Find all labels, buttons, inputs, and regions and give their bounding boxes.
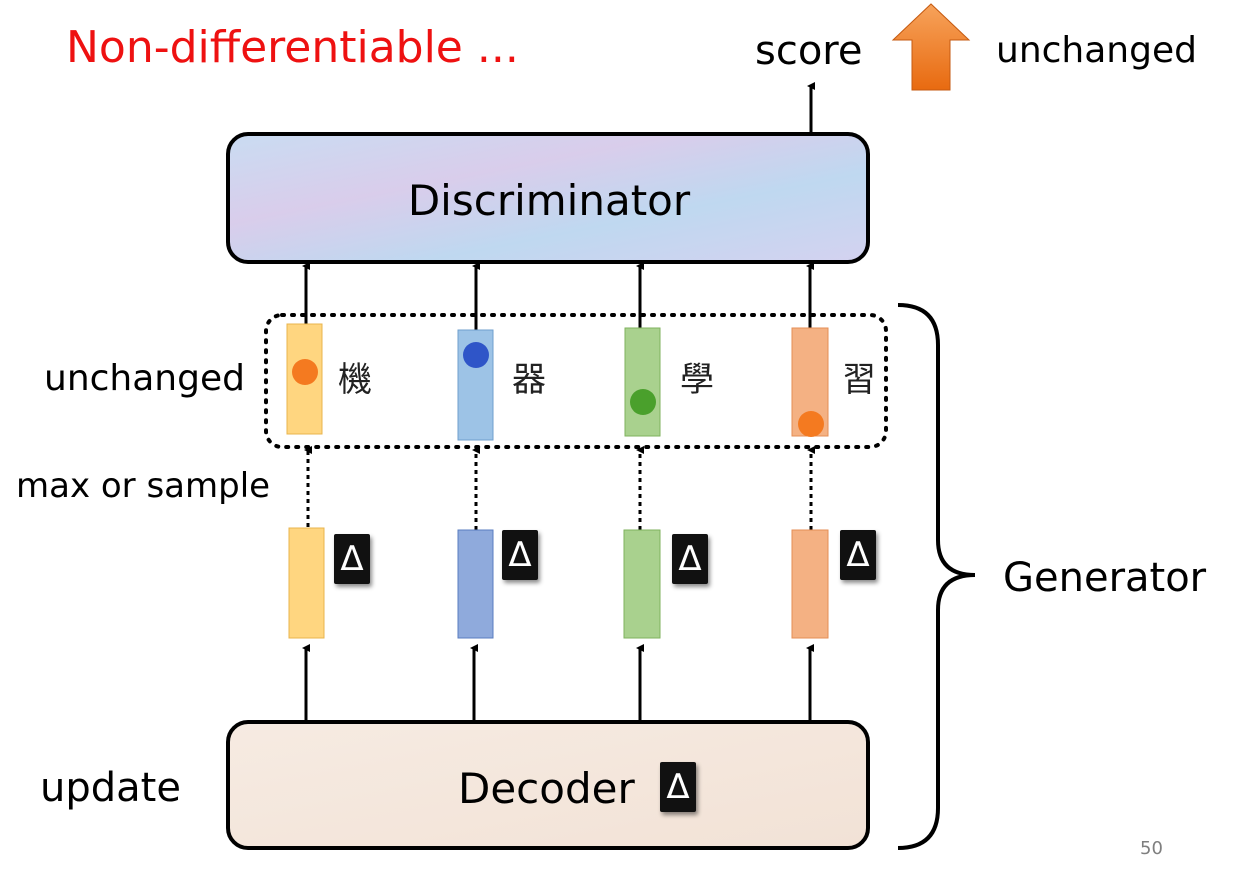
token-dot-3 bbox=[630, 389, 656, 415]
slide-title: Non-differentiable ... bbox=[66, 22, 519, 73]
delta-badge-2: Δ bbox=[502, 530, 538, 580]
token-char-3: 學 bbox=[680, 360, 714, 400]
token-char-4: 習 bbox=[842, 360, 876, 400]
decoder-status-label: update bbox=[40, 765, 181, 811]
token-bar-3 bbox=[624, 327, 661, 437]
decoder-label: Decoder bbox=[458, 764, 635, 813]
discriminator-box bbox=[226, 132, 870, 264]
prob-bar-2 bbox=[457, 529, 494, 639]
tokens-status-label: unchanged bbox=[44, 358, 245, 399]
prob-bar-1 bbox=[288, 527, 325, 639]
decoder-box bbox=[226, 720, 870, 850]
token-char-1: 機 bbox=[338, 360, 372, 400]
sampling-label: max or sample bbox=[16, 466, 271, 506]
token-bar-2 bbox=[457, 329, 494, 441]
token-group-box bbox=[264, 313, 888, 449]
score-status-label: unchanged bbox=[996, 30, 1197, 71]
increase-arrow-icon bbox=[891, 3, 971, 91]
page-number: 50 bbox=[1140, 838, 1163, 859]
generator-brace bbox=[897, 303, 976, 850]
token-dot-4 bbox=[798, 411, 824, 437]
decoder-delta-badge: Δ bbox=[660, 762, 696, 812]
delta-badge-4: Δ bbox=[840, 530, 876, 580]
token-char-2: 器 bbox=[512, 360, 546, 400]
prob-bar-3 bbox=[623, 529, 661, 639]
token-dot-2 bbox=[463, 342, 489, 368]
discriminator-label: Discriminator bbox=[407, 176, 691, 225]
prob-bar-4 bbox=[791, 529, 829, 639]
delta-badge-3: Δ bbox=[672, 534, 708, 584]
delta-badge-1: Δ bbox=[334, 534, 370, 584]
token-dot-1 bbox=[292, 359, 318, 385]
score-label: score bbox=[755, 28, 863, 74]
generator-label: Generator bbox=[1003, 555, 1207, 601]
